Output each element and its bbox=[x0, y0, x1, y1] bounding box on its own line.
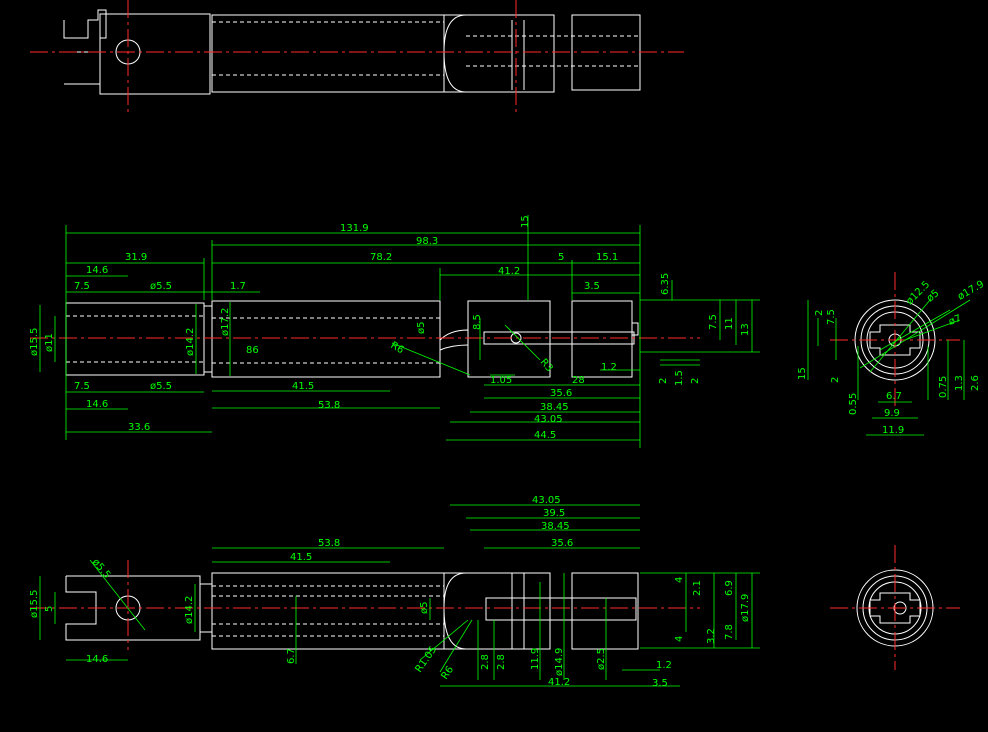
dim-r6-bot: R6 bbox=[439, 665, 456, 682]
end-view bbox=[830, 545, 960, 670]
dim-dia17-2: ø17.2 bbox=[220, 308, 231, 336]
dim-44-5: 44.5 bbox=[534, 430, 556, 441]
dim-8-5: 8.5 bbox=[472, 314, 483, 330]
dim-dia15-5: ø15.5 bbox=[29, 328, 40, 356]
dim-2a: 2 bbox=[658, 378, 669, 384]
dim-15-top: 15 bbox=[520, 215, 531, 228]
dim-35-6: 35.6 bbox=[550, 388, 572, 399]
dim-7-5b: 7.5 bbox=[708, 314, 719, 330]
dim-0-75: 0.75 bbox=[938, 376, 949, 398]
dim-dia17-9-bot: ø17.9 bbox=[740, 594, 751, 622]
dim-1-5: 1.5 bbox=[674, 370, 685, 386]
dim-43-05-bot: 43.05 bbox=[532, 495, 561, 506]
dim-1-2-bot: 1.2 bbox=[656, 660, 672, 671]
dim-39-5: 39.5 bbox=[543, 508, 565, 519]
dim-15-1: 15.1 bbox=[596, 252, 618, 263]
dim-dia15-5-bot: ø15.5 bbox=[29, 590, 40, 618]
dim-98-3: 98.3 bbox=[416, 236, 438, 247]
dim-3-2: 3.2 bbox=[706, 628, 717, 644]
dim-dia17-9: ø17.9 bbox=[956, 279, 986, 303]
dim-11: 11 bbox=[724, 317, 735, 330]
dim-28: 28 bbox=[572, 375, 585, 386]
dim-r3: R3 bbox=[538, 357, 555, 374]
dim-2b-side: 2 bbox=[830, 377, 841, 383]
dim-1-7: 1.7 bbox=[230, 281, 246, 292]
dim-r6: R6 bbox=[389, 340, 406, 356]
dim-dia14-9: ø14.9 bbox=[554, 648, 565, 676]
bottom-dimensions bbox=[39, 504, 760, 687]
dim-3-5-bot: 3.5 bbox=[652, 678, 668, 689]
dim-14-6-bot: 14.6 bbox=[86, 399, 108, 410]
dim-1-05: 1.05 bbox=[490, 375, 512, 386]
dim-dia14-2: ø14.2 bbox=[185, 328, 196, 356]
dim-38-45-bot: 38.45 bbox=[541, 521, 570, 532]
dim-6-7-side: 6.7 bbox=[886, 391, 902, 402]
dim-dia5-bot: ø5 bbox=[419, 602, 430, 614]
dim-14-6-bottom: 14.6 bbox=[86, 654, 108, 665]
dim-dia11: ø11 bbox=[44, 333, 55, 352]
dim-41-5: 41.5 bbox=[292, 381, 314, 392]
dim-9-9: 9.9 bbox=[884, 408, 900, 419]
dim-6-9: 6.9 bbox=[724, 580, 735, 596]
dim-2-6: 2.6 bbox=[970, 375, 981, 391]
dim-1-3: 1.3 bbox=[954, 375, 965, 391]
top-view bbox=[30, 0, 684, 115]
dim-dia5-5-bot: ø5.5 bbox=[150, 381, 172, 392]
dim-1-2: 1.2 bbox=[601, 362, 617, 373]
dim-15-side: 15 bbox=[797, 367, 808, 380]
dim-11-9-side: 11.9 bbox=[882, 425, 904, 436]
dim-2-side: 2 bbox=[814, 310, 825, 316]
dim-dia5-5: ø5.5 bbox=[150, 281, 172, 292]
dim-0-55: 0.55 bbox=[848, 393, 859, 415]
dim-78-2: 78.2 bbox=[370, 252, 392, 263]
dim-7-8: 7.8 bbox=[724, 624, 735, 640]
dim-4b: 4 bbox=[674, 636, 685, 642]
dim-7-5-bot: 7.5 bbox=[74, 381, 90, 392]
dim-41-5-bot: 41.5 bbox=[290, 552, 312, 563]
bottom-dimension-labels: 43.05 39.5 38.45 53.8 35.6 41.5 ø5.5 ø15… bbox=[29, 495, 751, 689]
dim-6-7-bot: 6.7 bbox=[286, 648, 297, 664]
dim-41-2-bot: 41.2 bbox=[548, 677, 570, 688]
dim-53-8: 53.8 bbox=[318, 400, 340, 411]
dim-dia5-5-bot-view: ø5.5 bbox=[90, 557, 113, 581]
dim-7-5: 7.5 bbox=[74, 281, 90, 292]
dim-33-6: 33.6 bbox=[128, 422, 150, 433]
dim-3-5: 3.5 bbox=[584, 281, 600, 292]
side-dimensions bbox=[807, 299, 971, 436]
dim-dia5: ø5 bbox=[416, 322, 427, 334]
dim-overall: 131.9 bbox=[340, 223, 369, 234]
dim-2-8b: 2.8 bbox=[496, 654, 507, 670]
dim-dia14-2-bot: ø14.2 bbox=[184, 596, 195, 624]
dim-4a: 4 bbox=[674, 577, 685, 583]
dim-86: 86 bbox=[246, 345, 259, 356]
dim-41-2: 41.2 bbox=[498, 266, 520, 277]
dim-5-bot: 5 bbox=[44, 606, 55, 612]
dim-13: 13 bbox=[740, 323, 751, 336]
dim-53-8-bot: 53.8 bbox=[318, 538, 340, 549]
side-dimension-labels: ø12.5 ø5 ø17.9 ø7 2 7.5 15 2 0.55 6.7 9.… bbox=[797, 279, 986, 436]
dim-6-35: 6.35 bbox=[660, 273, 671, 295]
dim-31-9: 31.9 bbox=[125, 252, 147, 263]
dim-dia7: ø7 bbox=[947, 313, 962, 328]
dim-38-45: 38.45 bbox=[540, 402, 569, 413]
dim-14-6: 14.6 bbox=[86, 265, 108, 276]
dim-dia2-5: ø2.5 bbox=[596, 648, 607, 670]
dim-2-1: 2.1 bbox=[692, 580, 703, 596]
bottom-view bbox=[30, 560, 700, 650]
dim-5: 5 bbox=[558, 252, 564, 263]
dim-11-9-bot: 11.9 bbox=[530, 648, 541, 670]
dim-7-5-side: 7.5 bbox=[826, 309, 837, 325]
dim-43-05: 43.05 bbox=[534, 414, 563, 425]
dim-2-8a: 2.8 bbox=[480, 654, 491, 670]
front-view bbox=[30, 300, 700, 378]
front-dimension-labels: 131.9 98.3 78.2 31.9 41.2 5 15.1 15 14.6… bbox=[29, 215, 751, 441]
dim-2b: 2 bbox=[690, 378, 701, 384]
front-dimensions bbox=[39, 215, 760, 448]
dim-35-6-bot: 35.6 bbox=[551, 538, 573, 549]
